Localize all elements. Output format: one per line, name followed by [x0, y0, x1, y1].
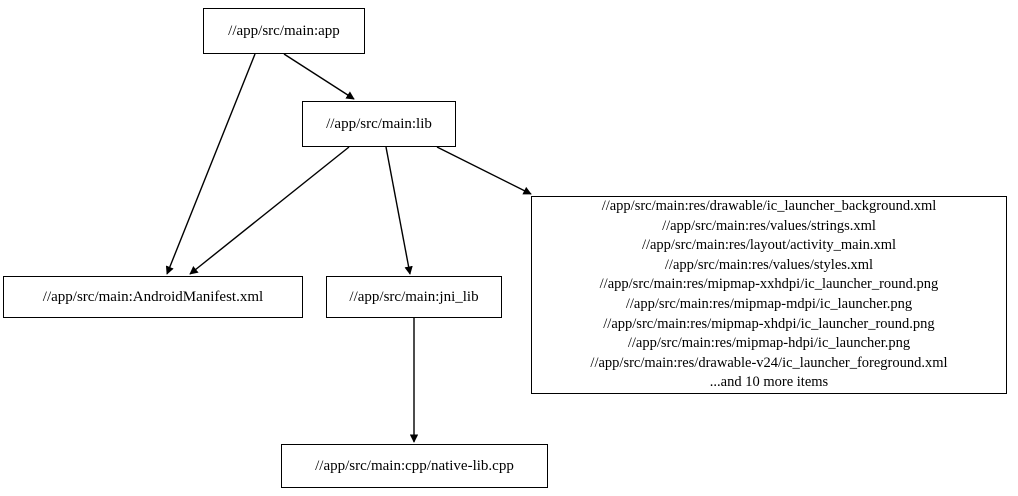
edge-lib-to-resources [436, 146, 532, 195]
resource-line: //app/src/main:res/mipmap-mdpi/ic_launch… [625, 296, 913, 312]
node-native-lib-cpp[interactable]: //app/src/main:cpp/native-lib.cpp [281, 444, 548, 488]
node-native-lib-cpp-label: //app/src/main:cpp/native-lib.cpp [315, 457, 514, 474]
resource-line: //app/src/main:res/values/strings.xml [662, 217, 876, 234]
node-lib[interactable]: //app/src/main:lib [302, 101, 456, 147]
node-jni-lib[interactable]: //app/src/main:jni_lib [326, 276, 502, 318]
node-lib-label: //app/src/main:lib [326, 115, 432, 132]
edge-lib-to-jni-lib [385, 146, 413, 275]
edge-app-to-manifest [165, 53, 256, 275]
resource-line: //app/src/main:res/mipmap-xxhdpi/ic_laun… [599, 276, 939, 293]
edge-lib-to-manifest [189, 146, 350, 275]
node-resources-list: //app/src/main:res/drawable/ic_launcher_… [584, 197, 953, 393]
resource-line: //app/src/main:res/mipmap-hdpi/ic_launch… [627, 335, 911, 352]
resource-more-items-label: ...and 10 more items [709, 374, 829, 391]
resource-line: //app/src/main:res/layout/activity_main.… [641, 237, 897, 254]
resource-line: //app/src/main:res/drawable/ic_launcher_… [601, 198, 937, 215]
node-android-manifest[interactable]: //app/src/main:AndroidManifest.xml [3, 276, 303, 318]
node-jni-lib-label: //app/src/main:jni_lib [349, 288, 479, 305]
edge-app-to-lib [283, 53, 355, 100]
resource-line: //app/src/main:res/values/styles.xml [664, 256, 874, 273]
node-app[interactable]: //app/src/main:app [203, 8, 365, 54]
node-android-manifest-label: //app/src/main:AndroidManifest.xml [42, 288, 264, 305]
node-resources[interactable]: //app/src/main:res/drawable/ic_launcher_… [531, 196, 1007, 394]
resource-line: //app/src/main:res/drawable-v24/ic_launc… [590, 354, 948, 371]
node-app-label: //app/src/main:app [228, 22, 340, 39]
resource-line: //app/src/main:res/mipmap-xhdpi/ic_launc… [603, 315, 935, 332]
